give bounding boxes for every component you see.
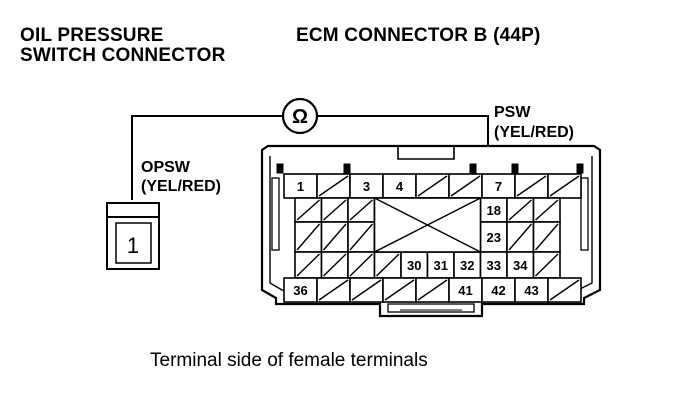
blocked-cavity-cross (374, 197, 481, 253)
ecm-connector-title: ECM CONNECTOR B (44P) (296, 25, 541, 46)
empty-cavity-mark (349, 253, 373, 277)
empty-cavity-mark (349, 223, 374, 251)
opsw-terminal-number: 1 (127, 233, 139, 258)
empty-cavity-mark (318, 279, 349, 301)
terminal-cavity (448, 277, 483, 303)
terminal-cavity (481, 277, 516, 303)
terminal-number: 33 (487, 258, 501, 273)
ohmmeter-icon (281, 97, 319, 135)
opsw-label: OPSW (141, 159, 190, 176)
empty-cavity-mark (535, 253, 559, 277)
terminal-cavity (283, 173, 318, 199)
opsw-wire-color: (YEL/RED) (141, 178, 221, 195)
empty-cavity-mark (417, 279, 448, 301)
terminal-number: 30 (407, 258, 421, 273)
terminal-number: 36 (293, 283, 307, 298)
empty-cavity-mark (349, 199, 373, 221)
oil-pressure-switch-title-line1: OIL PRESSURE (20, 25, 164, 46)
terminal-cavity (481, 173, 516, 199)
terminal-number: 18 (487, 203, 501, 218)
empty-cavity-mark (376, 253, 400, 277)
empty-cavity-mark (296, 223, 321, 251)
terminal-number: 34 (513, 258, 528, 273)
psw-label: PSW (494, 104, 531, 121)
empty-cavity-mark (508, 223, 533, 251)
psw-wire-color: (YEL/RED) (494, 124, 574, 141)
terminal-number: 7 (495, 179, 502, 194)
empty-cavity-mark (323, 199, 347, 221)
oil-pressure-switch-title-line2: SWITCH CONNECTOR (20, 45, 226, 66)
terminal-number: 42 (491, 283, 505, 298)
empty-cavity-mark (318, 175, 349, 197)
terminal-number: 32 (460, 258, 474, 273)
empty-cavity-mark (322, 223, 347, 251)
empty-cavity-mark (549, 279, 580, 301)
oil-pressure-switch-connector: 1 (106, 202, 160, 270)
diagram-caption: Terminal side of female terminals (150, 350, 428, 371)
terminal-number: 31 (434, 258, 448, 273)
terminal-number: 23 (487, 230, 501, 245)
empty-cavity-mark (535, 199, 559, 221)
terminal-number: 43 (524, 283, 538, 298)
empty-cavity-mark (450, 175, 481, 197)
empty-cavity-mark (384, 279, 415, 301)
empty-cavity-mark (534, 223, 559, 251)
empty-cavity-mark (516, 175, 547, 197)
terminal-cavity (283, 277, 318, 303)
ohm-symbol: Ω (292, 106, 308, 128)
empty-cavity-mark (296, 253, 320, 277)
empty-cavity-mark (417, 175, 448, 197)
empty-cavity-mark (296, 199, 320, 221)
empty-cavity-mark (508, 199, 532, 221)
terminal-cavity (400, 251, 429, 279)
terminal-number: 3 (363, 179, 370, 194)
empty-cavity-mark (323, 253, 347, 277)
empty-cavity-mark (351, 279, 382, 301)
terminal-number: 41 (458, 283, 472, 298)
terminal-number: 4 (396, 179, 404, 194)
terminal-number: 1 (297, 179, 304, 194)
empty-cavity-mark (549, 175, 580, 197)
